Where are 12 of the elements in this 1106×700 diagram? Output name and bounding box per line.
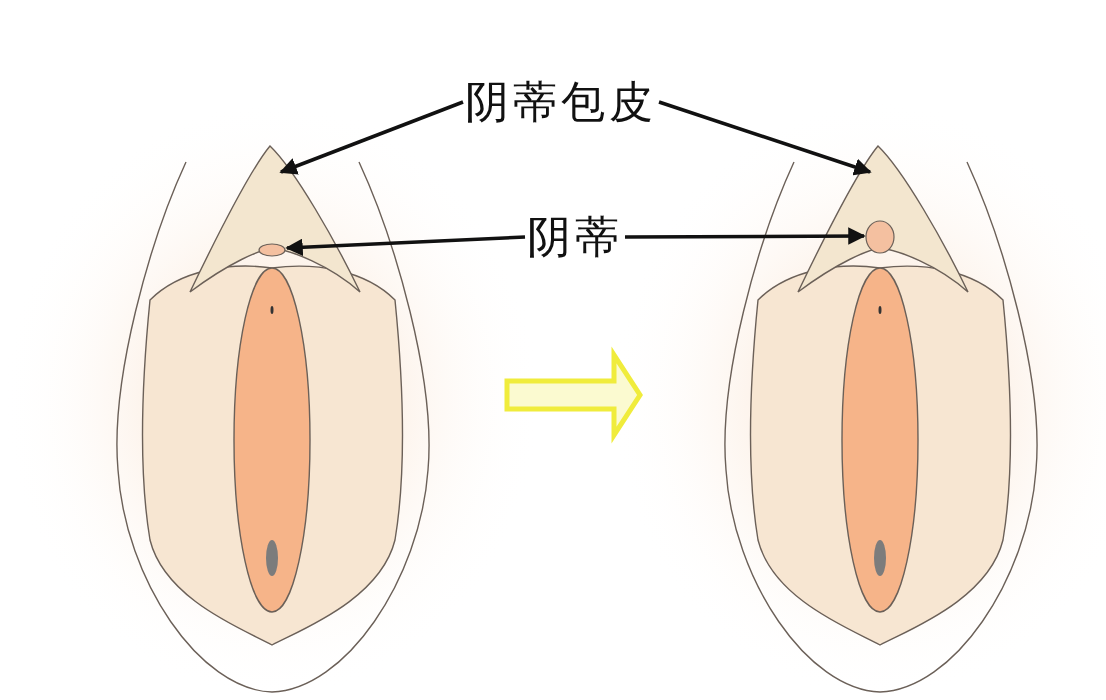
leader-arrow [285, 235, 526, 256]
leader-arrow [279, 100, 464, 175]
clitoris [258, 243, 286, 257]
block-arrow [504, 346, 643, 444]
label-text: 阴蒂包皮 [465, 80, 657, 124]
anatomy-drawing [116, 145, 430, 693]
leader-arrow [625, 227, 866, 245]
clitoral-hood [797, 145, 969, 293]
anatomy-drawing [724, 145, 1038, 693]
clitoral-hood [189, 145, 361, 293]
label-text: 阴蒂 [527, 215, 623, 259]
leader-arrow [658, 100, 872, 176]
